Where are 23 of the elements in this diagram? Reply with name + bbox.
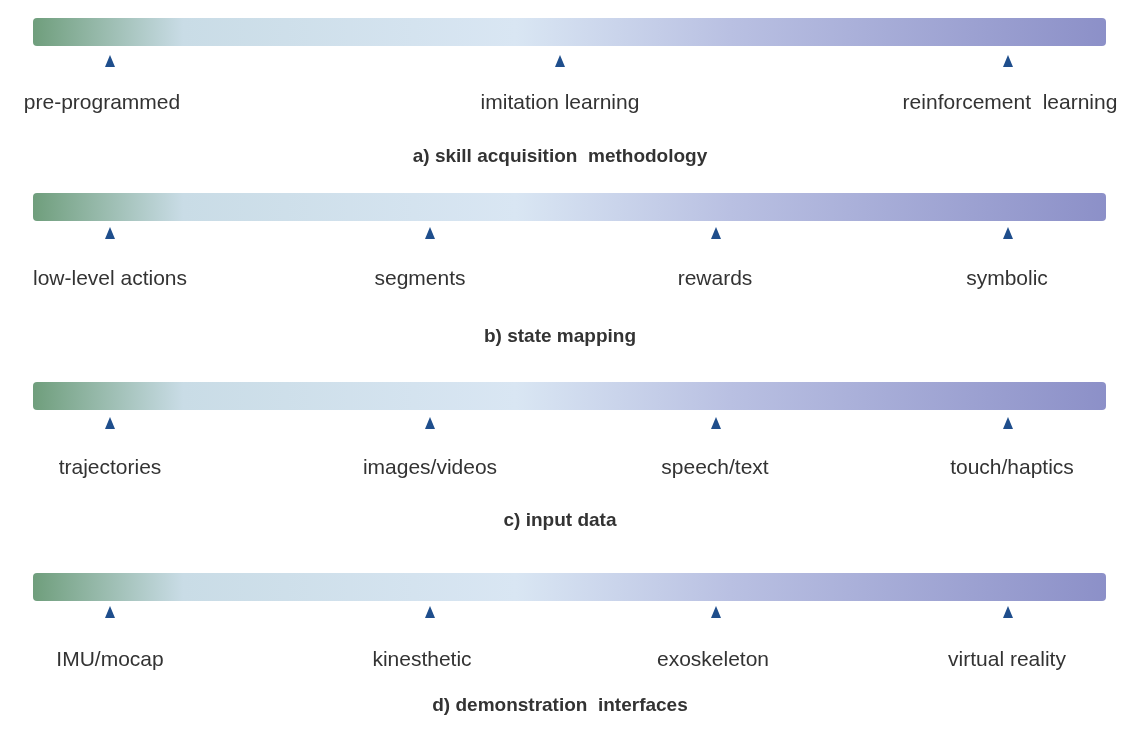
scale-caption: c) input data	[503, 509, 617, 531]
scale-label: touch/haptics	[950, 455, 1074, 479]
scale-label: segments	[374, 266, 466, 290]
scale-bar	[33, 193, 1106, 221]
scale-caption: b) state mapping	[484, 325, 636, 347]
scale-label: reinforcement learning	[902, 90, 1118, 114]
scale-label: kinesthetic	[372, 647, 472, 671]
scale-label: exoskeleton	[656, 647, 770, 671]
scale-label: virtual reality	[948, 647, 1066, 671]
scale-label: pre-programmed	[23, 90, 181, 114]
scale-label: IMU/mocap	[56, 647, 164, 671]
scale-bar	[33, 573, 1106, 601]
scale-caption: a) skill acquisition methodology	[412, 145, 708, 167]
scale-bar	[33, 382, 1106, 410]
scale-label: rewards	[677, 266, 753, 290]
scale-caption: d) demonstration interfaces	[432, 694, 688, 716]
scale-label: trajectories	[58, 455, 162, 479]
scale-label: imitation learning	[480, 90, 640, 114]
scale-label: speech/text	[661, 455, 769, 479]
scale-label: symbolic	[966, 266, 1048, 290]
scale-bar	[33, 18, 1106, 46]
scale-label: low-level actions	[32, 266, 188, 290]
scale-label: images/videos	[362, 455, 498, 479]
